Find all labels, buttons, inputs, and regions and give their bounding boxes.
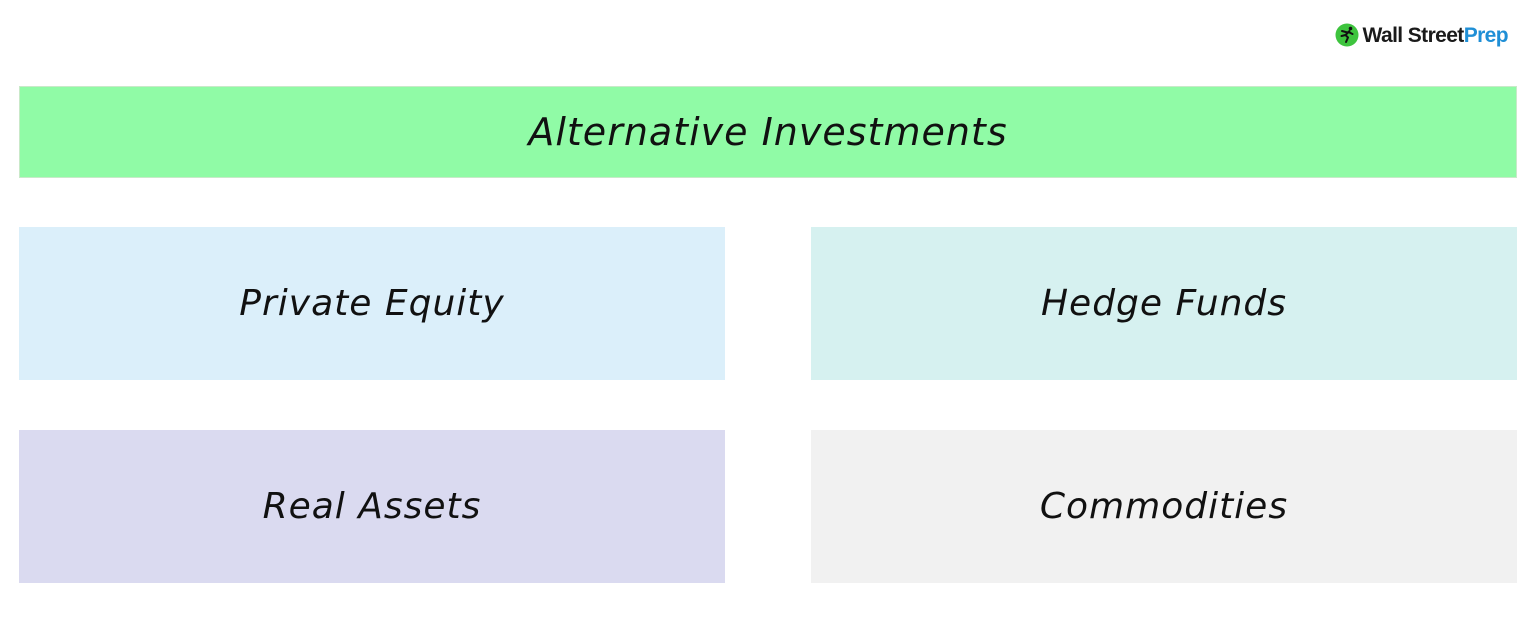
wall-street-prep-logo: Wall StreetPrep xyxy=(1335,20,1509,50)
category-label-hedge-funds: Hedge Funds xyxy=(1040,283,1287,324)
logo-word-dark: Wall Street xyxy=(1362,23,1465,47)
category-box-commodities: Commodities xyxy=(811,430,1517,583)
category-box-hedge-funds: Hedge Funds xyxy=(811,227,1517,380)
category-box-private-equity: Private Equity xyxy=(19,227,725,380)
title-banner: Alternative Investments xyxy=(19,86,1517,178)
category-label-private-equity: Private Equity xyxy=(239,283,505,324)
title-label: Alternative Investments xyxy=(528,110,1008,154)
logo-wordmark: Wall StreetPrep xyxy=(1362,23,1509,47)
logo-word-accent: Prep xyxy=(1463,23,1509,47)
category-label-real-assets: Real Assets xyxy=(262,486,482,527)
runner-badge-icon xyxy=(1335,23,1359,47)
category-label-commodities: Commodities xyxy=(1039,486,1289,527)
category-box-real-assets: Real Assets xyxy=(19,430,725,583)
